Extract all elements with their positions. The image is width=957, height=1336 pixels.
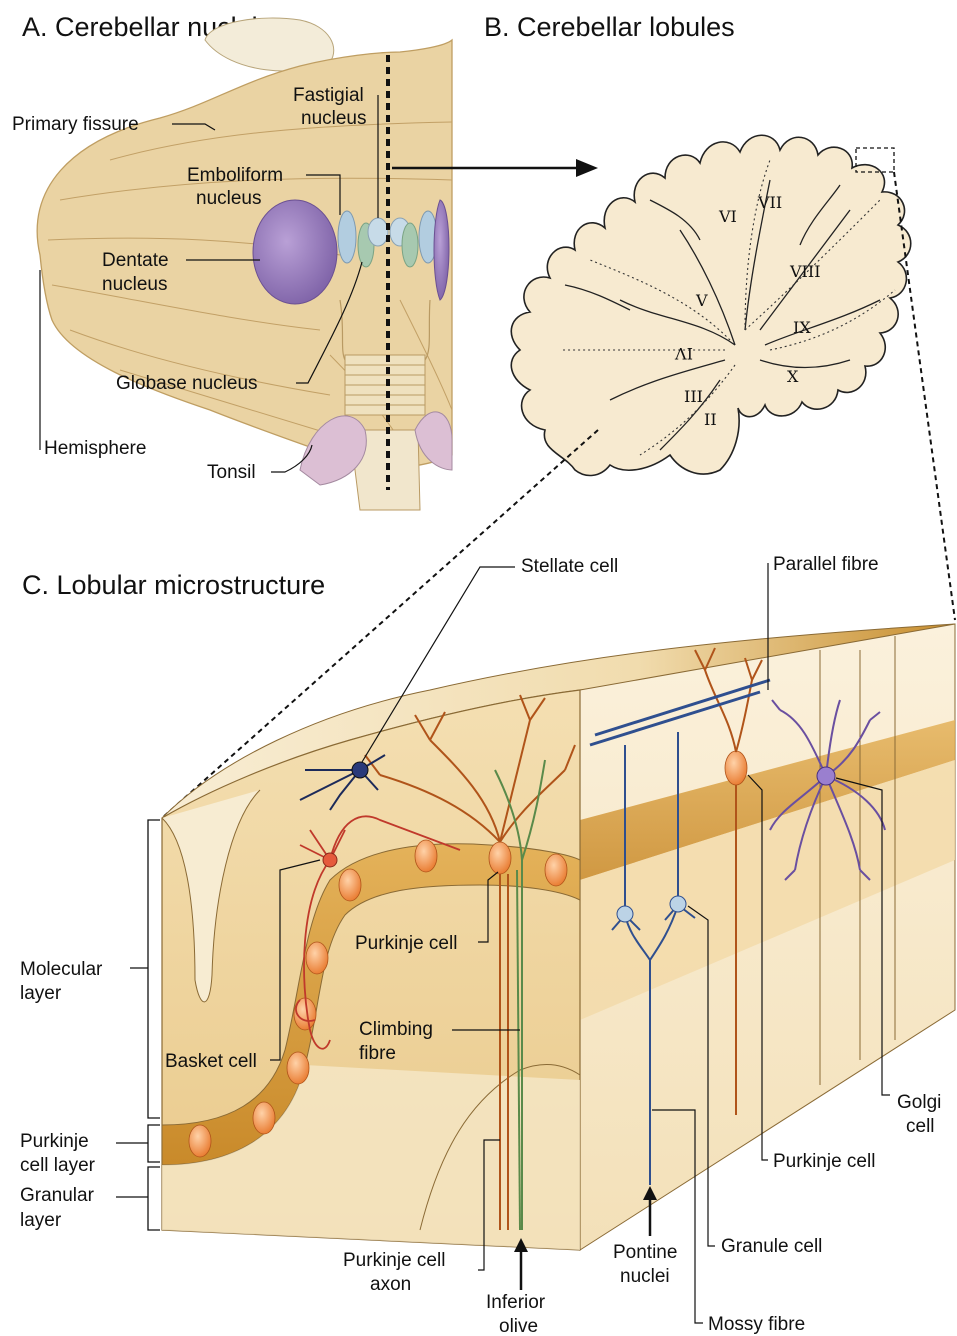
label-pk-axon-1: Purkinje cell	[343, 1250, 445, 1271]
zoom-line-right	[894, 172, 955, 620]
panel-a: A. Cerebellar nuclei	[12, 12, 598, 510]
label-inferior-1: Inferior	[486, 1292, 546, 1313]
label-purkinje-layer-2: cell layer	[20, 1155, 96, 1176]
lobule-X: X	[787, 367, 799, 386]
label-golgi-2: cell	[906, 1116, 935, 1137]
lobule-VIII: VIII	[789, 262, 821, 281]
emboliform-nucleus	[338, 211, 356, 263]
label-climbing-1: Climbing	[359, 1019, 433, 1040]
arrow-head-b	[576, 159, 598, 177]
lobule-II: II	[704, 410, 717, 429]
dentate-nucleus	[253, 200, 337, 304]
label-molecular-2: layer	[20, 983, 62, 1004]
label-climbing-2: fibre	[359, 1043, 396, 1064]
label-mossy: Mossy fibre	[708, 1314, 805, 1335]
panel-b-title: B. Cerebellar lobules	[484, 12, 735, 42]
label-inferior-2: olive	[499, 1316, 538, 1336]
label-basket: Basket cell	[165, 1051, 257, 1072]
basket-cell-body	[323, 853, 337, 867]
label-emboliform-1: Emboliform	[187, 165, 283, 186]
label-golgi-1: Golgi	[897, 1092, 941, 1113]
label-hemisphere: Hemisphere	[44, 438, 146, 459]
label-fastigial-2: nucleus	[301, 108, 367, 129]
globose-nucleus-right	[402, 223, 418, 267]
vermis-stripes	[345, 355, 425, 415]
label-granule: Granule cell	[721, 1236, 822, 1257]
fastigial-nucleus-left	[368, 218, 388, 246]
lobule-V: V	[695, 291, 708, 310]
panel-c: C. Lobular microstructure	[20, 554, 955, 1336]
label-purkinje-right: Purkinje cell	[773, 1151, 875, 1172]
label-purkinje-layer-1: Purkinje	[20, 1131, 89, 1152]
lobule-III: III	[684, 387, 703, 406]
lobule-VI: VI	[718, 207, 737, 226]
label-fastigial-1: Fastigial	[293, 85, 364, 106]
label-pontine-2: nuclei	[620, 1266, 670, 1287]
label-primary-fissure: Primary fissure	[12, 114, 139, 135]
layer-brackets	[116, 820, 160, 1230]
label-molecular-1: Molecular	[20, 959, 103, 980]
label-globase: Globase nucleus	[116, 373, 258, 394]
label-purkinje-mid: Purkinje cell	[355, 933, 457, 954]
label-dentate-1: Dentate	[102, 250, 169, 271]
label-pontine-1: Pontine	[613, 1242, 677, 1263]
label-granular-1: Granular	[20, 1185, 95, 1206]
label-emboliform-2: nucleus	[196, 188, 262, 209]
label-dentate-2: nucleus	[102, 274, 168, 295]
label-parallel: Parallel fibre	[773, 554, 879, 575]
label-stellate: Stellate cell	[521, 556, 618, 577]
lobule-IV: IV	[675, 344, 693, 363]
label-pk-axon-2: axon	[370, 1274, 411, 1295]
lobule-VII: VII	[757, 193, 782, 212]
granule-cell-body-1	[617, 906, 633, 922]
golgi-cell-body	[817, 767, 835, 785]
label-tonsil: Tonsil	[207, 462, 256, 483]
granule-cell-body-2	[670, 896, 686, 912]
lobule-IX: IX	[793, 318, 811, 337]
panel-c-title: C. Lobular microstructure	[22, 570, 325, 600]
stellate-cell-body	[352, 762, 368, 778]
label-granular-2: layer	[20, 1210, 62, 1231]
